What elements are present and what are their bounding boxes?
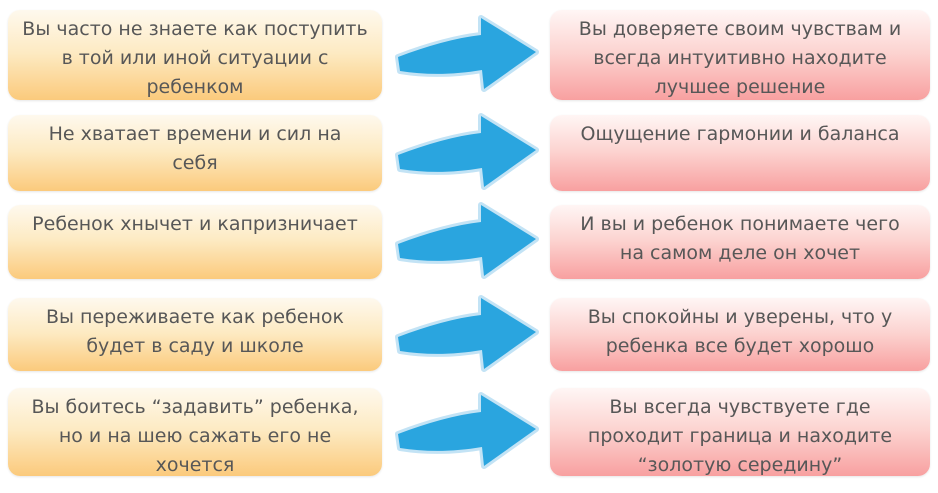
- transformation-row: Ребенок хнычет и капризничает И вы и реб…: [8, 202, 938, 279]
- transformation-row: Вы переживаете как ребенок будет в саду …: [8, 294, 938, 372]
- transformation-row: Вы боитесь “задавить” ребенка, но и на ш…: [8, 388, 938, 476]
- arrow-right-icon: [382, 113, 550, 191]
- problem-text: Вы боитесь “задавить” ребенка, но и на ш…: [31, 396, 359, 476]
- benefit-text: Вы доверяете своим чувствам и всегда инт…: [578, 18, 902, 98]
- benefit-text: Вы спокойны и уверены, что у ребенка все…: [587, 306, 893, 357]
- problem-text: Вы часто не знаете как поступить в той и…: [22, 18, 368, 98]
- benefit-box: Вы всегда чувствуете где проходит границ…: [550, 388, 930, 476]
- benefit-box: И вы и ребенок понимаете чего на самом д…: [550, 205, 930, 279]
- problem-text: Ребенок хнычет и капризничает: [32, 213, 358, 235]
- benefit-box: Вы спокойны и уверены, что у ребенка все…: [550, 298, 930, 371]
- benefit-text: Вы всегда чувствуете где проходит границ…: [587, 396, 893, 476]
- problem-text: Вы переживаете как ребенок будет в саду …: [45, 306, 345, 357]
- benefit-text: Ощущение гармонии и баланса: [580, 123, 900, 145]
- problem-box: Вы часто не знаете как поступить в той и…: [8, 10, 382, 100]
- benefit-box: Ощущение гармонии и баланса: [550, 115, 930, 191]
- transformation-row: Не хватает времени и сил на себя Ощущени…: [8, 113, 938, 191]
- problem-text: Не хватает времени и сил на себя: [48, 123, 342, 174]
- arrow-right-icon: [382, 10, 550, 100]
- transformation-row: Вы часто не знаете как поступить в той и…: [8, 10, 938, 100]
- problem-box: Вы боитесь “задавить” ребенка, но и на ш…: [8, 388, 382, 476]
- arrow-right-icon: [382, 388, 550, 476]
- before-after-diagram: Вы часто не знаете как поступить в той и…: [0, 10, 938, 493]
- benefit-box: Вы доверяете своим чувствам и всегда инт…: [550, 10, 930, 100]
- problem-box: Не хватает времени и сил на себя: [8, 115, 382, 191]
- problem-box: Ребенок хнычет и капризничает: [8, 205, 382, 279]
- benefit-text: И вы и ребенок понимаете чего на самом д…: [580, 213, 900, 264]
- arrow-right-icon: [382, 294, 550, 372]
- arrow-right-icon: [382, 202, 550, 279]
- problem-box: Вы переживаете как ребенок будет в саду …: [8, 298, 382, 371]
